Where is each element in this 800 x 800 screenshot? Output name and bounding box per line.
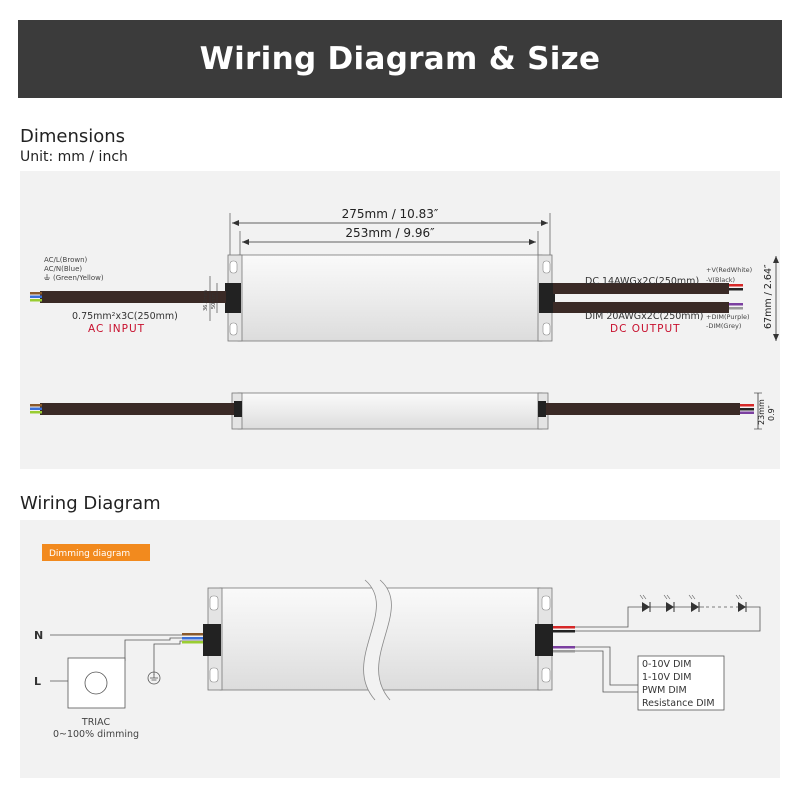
output-wire-neg: -V(Black) [706,276,735,284]
dc-cable-spec: DC 14AWGx2C(250mm) [585,276,699,287]
height-dimension-line [773,256,779,341]
dim-option-pwm: PWM DIM [642,685,687,696]
neutral-label: N [34,629,43,642]
output-wire-dim-neg: -DIM(Grey) [706,322,741,330]
small-dim-2: 50mm [211,293,217,309]
ground-icon [147,671,161,685]
depth-dimension-line [754,392,762,430]
output-wire-dim-pos: +DIM(Purple) [706,313,750,321]
dim-cable-spec: DIM 20AWGx2C(250mm) [585,311,704,322]
dimensions-panel: 275mm / 10.83″ 253mm / 9.96″ [20,171,780,469]
depth-mm-label: 23mm [757,399,766,425]
led-chain [639,594,748,612]
ground-icon [44,274,50,280]
dimension-line-inner [239,231,539,256]
input-cable-spec: 0.75mm²x3C(250mm) [72,311,178,322]
dim-control-box [637,655,725,711]
output-wire-pos: +V(RedWhite) [706,266,752,274]
wiring-title: Wiring Diagram [20,493,161,514]
depth-in-label: 0.9″ [767,405,776,421]
output-cables-top [553,283,743,313]
line-label: L [34,675,41,688]
input-cable-top [30,291,226,303]
driver-case-top [225,254,555,342]
triac-range-label: 0~100% dimming [53,729,139,740]
input-wire-l: AC/L(Brown) [44,256,88,264]
dimensions-title: Dimensions [20,126,126,147]
input-cable-side [30,403,234,415]
input-wire-n: AC/N(Blue) [44,265,82,273]
triac-label: TRIAC [81,717,111,728]
dimension-line-outer [229,213,551,256]
wiring-panel: Dimming diagram N L TRIAC [20,520,780,778]
driver-case-side [231,392,549,430]
output-wires [553,606,761,693]
dim-option-1-10v: 1-10V DIM [642,672,691,683]
page-title: Wiring Diagram & Size [199,41,601,77]
dimming-tag-label: Dimming diagram [49,549,130,559]
header-banner: Wiring Diagram & Size [18,20,782,98]
dim-option-0-10v: 0-10V DIM [642,659,691,670]
small-dim-1: 36.5mm [203,290,209,311]
triac-dimmer [67,657,126,709]
driver-case-wiring [203,579,553,701]
ac-input-label: AC INPUT [88,323,145,335]
dim-option-resistance: Resistance DIM [642,698,715,709]
small-dimension-lines [209,276,218,321]
ac-wires [50,633,203,682]
dc-output-label: DC OUTPUT [610,323,681,335]
dimensions-unit: Unit: mm / inch [20,149,128,165]
wiring-drawing: Dimming diagram N L TRIAC [34,544,761,740]
dimming-tag [42,544,150,561]
length-outer-label: 275mm / 10.83″ [342,207,439,221]
input-wire-ground: (Green/Yellow) [53,274,104,282]
height-label: 67mm / 2.64″ [763,264,774,329]
output-cable-side [546,403,754,415]
length-inner-label: 253mm / 9.96″ [345,226,435,240]
dimensions-drawing: 275mm / 10.83″ 253mm / 9.96″ [30,207,779,430]
